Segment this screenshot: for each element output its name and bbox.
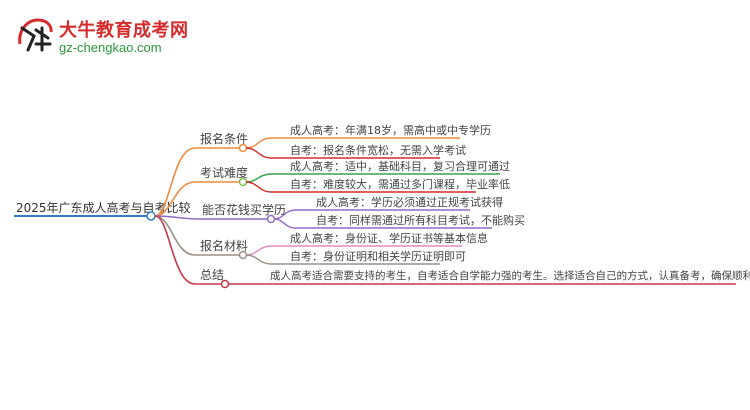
branch-materials[interactable]: 报名材料 成人高考：身份证、学历证书等基本信息 自考：身份证明和相关学历证明即可: [154, 215, 488, 265]
leaf-2-2: 自考：难度较大，需通过多门课程，毕业率低: [290, 177, 510, 191]
leaf-4-2: 自考：身份证明和相关学历证明即可: [290, 249, 466, 263]
root-node[interactable]: [146, 211, 156, 221]
leaf-5-1: 成人高考适合需要支持的考生，自考适合自学能力强的考生。选择适合自己的方式，认真备…: [270, 269, 750, 282]
branch-node-1[interactable]: [238, 143, 248, 153]
branch-label-5: 总结: [200, 268, 224, 282]
leaf-1-1: 成人高考：年满18岁，需高中或中专学历: [290, 123, 491, 137]
logo-url: gz-chengkao.com: [59, 40, 162, 55]
branch-exam-difficulty[interactable]: 考试难度 成人高考：适中，基础科目，复习合理可通过 自考：难度较大，需通过多门课…: [154, 159, 510, 217]
branch-label-3: 能否花钱买学历: [202, 202, 286, 217]
site-logo[interactable]: 大牛教育成考网 gz-chengkao.com: [14, 14, 188, 58]
branch-node-4[interactable]: [238, 250, 248, 260]
leaf-2-1: 成人高考：适中，基础科目，复习合理可通过: [290, 159, 510, 173]
branch-buy-degree[interactable]: 能否花钱买学历 成人高考：学历必须通过正规考试获得 自考：同样需通过所有科目考试…: [154, 195, 525, 229]
branch-node-3[interactable]: [266, 214, 276, 224]
leaf-4-1: 成人高考：身份证、学历证书等基本信息: [290, 231, 488, 245]
branch-label-1: 报名条件: [200, 131, 248, 146]
branch-node-5[interactable]: [220, 279, 230, 289]
branch-node-2[interactable]: [238, 177, 248, 187]
leaf-3-1: 成人高考：学历必须通过正规考试获得: [316, 195, 503, 209]
branch-registration-conditions[interactable]: 报名条件 成人高考：年满18岁，需高中或中专学历 自考：报名条件宽松，无需入学考…: [154, 123, 491, 217]
leaf-3-2: 自考：同样需通过所有科目考试，不能购买: [316, 213, 525, 227]
branch-label-2: 考试难度: [200, 165, 248, 180]
logo-title: 大牛教育成考网: [59, 20, 189, 41]
branch-label-4: 报名材料: [200, 238, 248, 253]
leaf-1-2: 自考：报名条件宽松，无需入学考试: [290, 143, 466, 157]
branch-summary[interactable]: 总结 成人高考适合需要支持的考生，自考适合自学能力强的考生。选择适合自己的方式，…: [154, 215, 750, 289]
logo-mark-icon: [18, 18, 53, 52]
root-label: 2025年广东成人高考与自考比较: [16, 200, 191, 215]
